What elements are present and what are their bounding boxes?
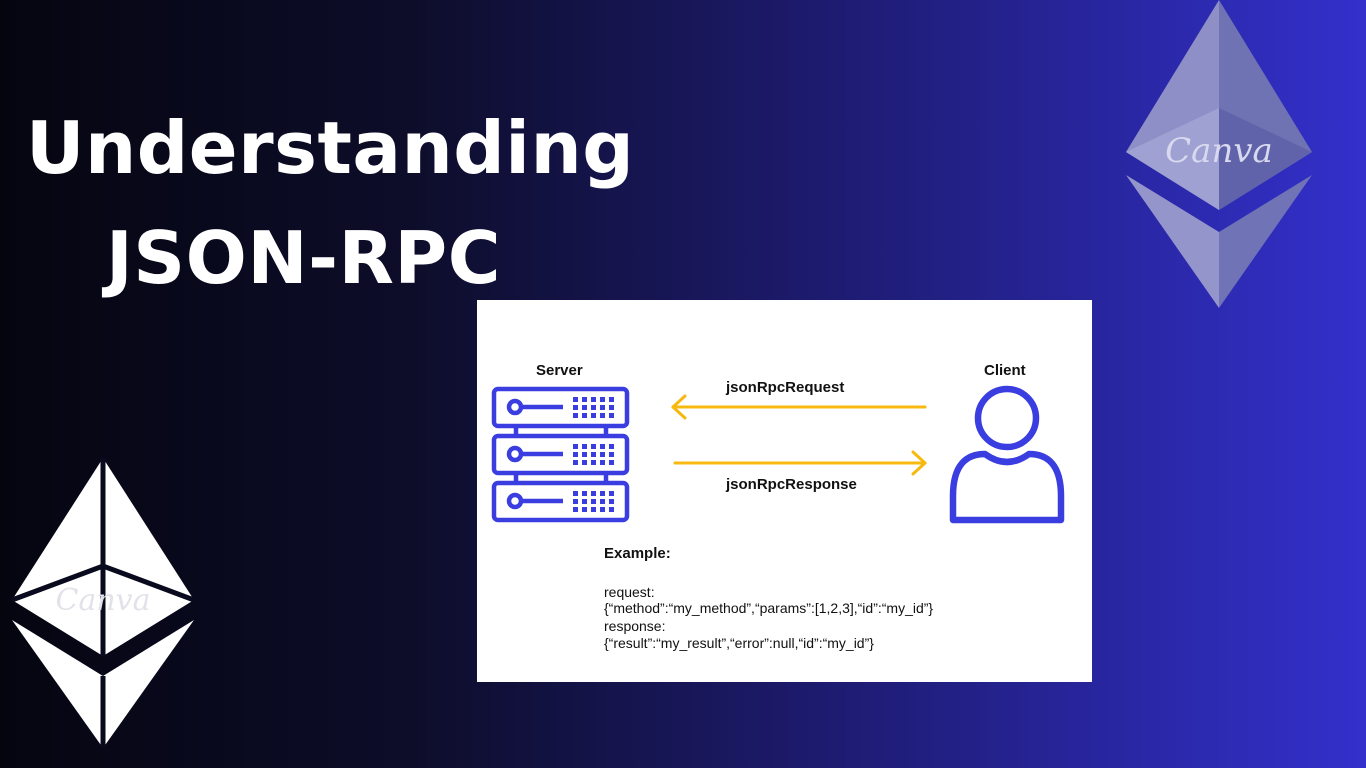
ethereum-logo-icon: Canva — [1126, 0, 1312, 308]
arrow-left-icon — [671, 394, 927, 420]
ethereum-logo-icon: Canva — [11, 458, 195, 748]
client-label: Client — [984, 362, 1026, 379]
title-line-2: JSON-RPC — [106, 216, 502, 300]
response-label: jsonRpcResponse — [726, 476, 857, 493]
code-line: request: — [604, 584, 655, 600]
server-rack-icon — [491, 386, 630, 523]
code-line: {“method”:“my_method”,“params”:[1,2,3],“… — [604, 600, 934, 616]
code-line: {“result”:“my_result”,“error”:null,“id”:… — [604, 635, 874, 651]
user-icon — [949, 385, 1065, 524]
code-line: response: — [604, 618, 666, 634]
arrow-right-icon — [673, 450, 927, 476]
jsonrpc-diagram-card: Server Client jsonRpcRequest jsonRpcResp… — [477, 300, 1092, 682]
title-line-1: Understanding — [26, 106, 635, 190]
canva-watermark: Canva — [56, 583, 151, 618]
canva-watermark: Canva — [1165, 131, 1273, 171]
example-heading: Example: — [604, 545, 671, 562]
server-label: Server — [536, 362, 583, 379]
request-label: jsonRpcRequest — [726, 379, 845, 396]
